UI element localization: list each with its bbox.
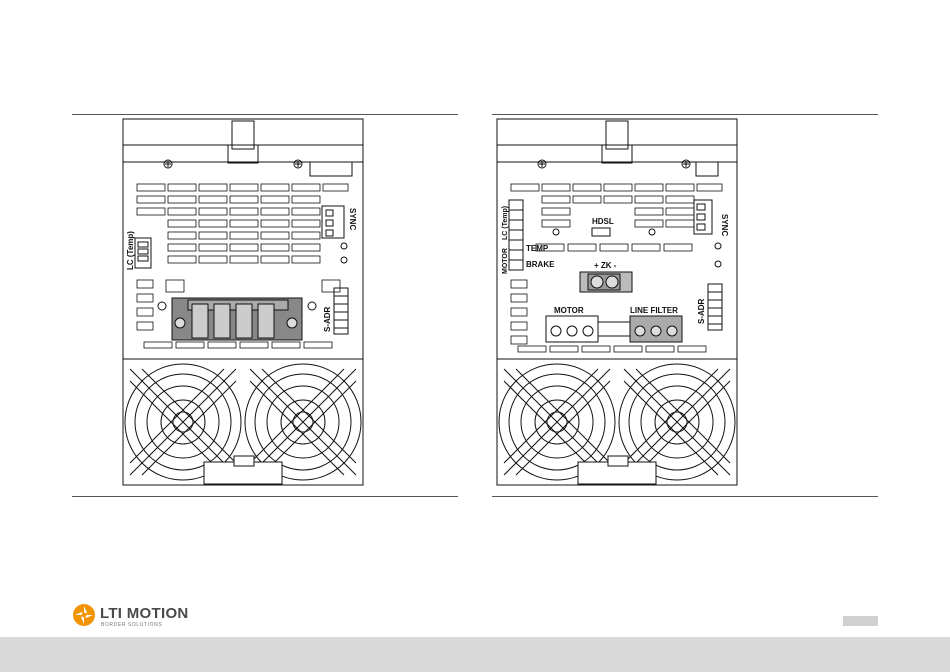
s-adr-switch [334,288,348,334]
bottom-rule-left [72,496,458,497]
line-filter-terminal [630,316,682,342]
lti-motion-logo: LTI MOTION BORDER SOLUTIONS [72,603,202,631]
s-adr-label: S-ADR [323,306,332,332]
bottom-rule-right [492,496,878,497]
screw-icon [294,160,302,168]
top-rule-right [492,114,878,115]
screw-icon [538,160,546,168]
left-device-drawing: LC (Temp) SYNC S-ADR [122,118,364,486]
s-adr-switch [708,284,722,330]
logo-tagline: BORDER SOLUTIONS [101,622,162,628]
logo-mark-icon [72,603,96,627]
lc-temp-label: LC (Temp) [126,231,135,270]
top-rule-left [72,114,458,115]
line-filter-label: LINE FILTER [630,306,678,315]
screw-icon [164,160,172,168]
right-device-drawing: LC (Temp) MOTOR TEMP BRAKE HDSL + ZK - S… [496,118,738,486]
logo-name: LTI MOTION [100,605,189,622]
page-number-box [843,616,878,626]
screw-icon [682,160,690,168]
temp-label: TEMP [526,244,549,253]
power-terminal-block [172,298,302,340]
hdsl-connector [592,228,610,236]
brake-label: BRAKE [526,260,555,269]
hdsl-label: HDSL [592,217,614,226]
motor-terminal [546,316,598,342]
footer-bar [0,637,950,672]
sync-label: SYNC [348,208,357,230]
zk-label: + ZK - [594,261,617,270]
sync-label: SYNC [720,214,729,236]
motor-label: MOTOR [554,306,584,315]
lc-temp-label: LC (Temp) [502,206,509,240]
motor-vertical-label: MOTOR [502,248,509,274]
s-adr-label: S-ADR [697,298,706,324]
zk-terminal [580,272,632,292]
